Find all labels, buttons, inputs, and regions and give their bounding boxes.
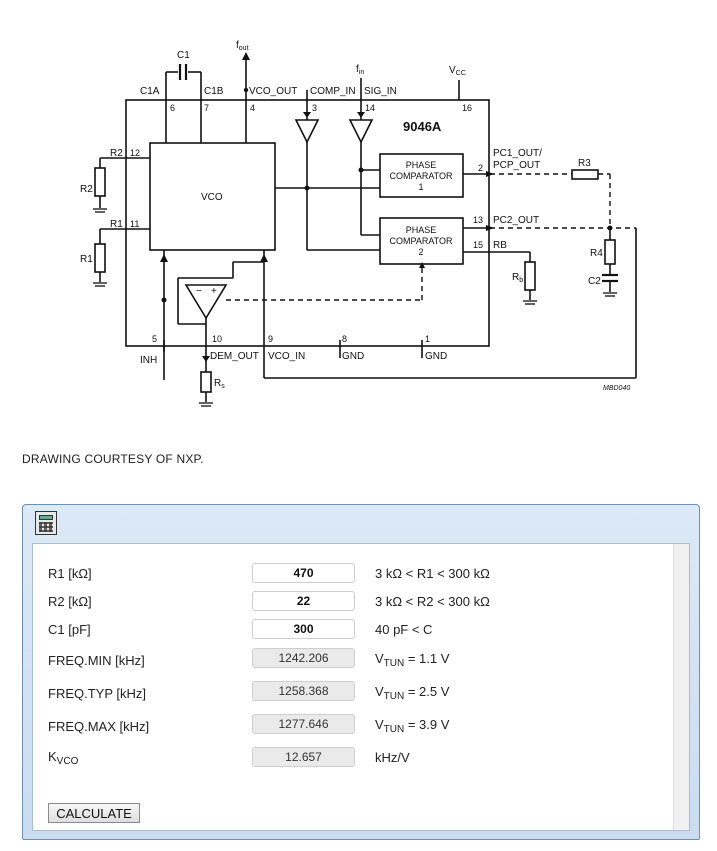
- c1-label: C1: [177, 50, 190, 61]
- row-c1: C1 [pF] 300 40 pF < C: [33, 619, 653, 641]
- row-kvco: KVCO 12.657 kHz/V: [33, 747, 653, 769]
- rb-pin-label: RB: [493, 240, 507, 251]
- pin-10: 10: [212, 334, 222, 344]
- pin-c1b-label: C1B: [204, 86, 224, 97]
- pin-vco-out-label: VCO_OUT: [249, 86, 297, 97]
- calculator-titlebar: [23, 505, 699, 539]
- freq-min-condition: VTUN = 1.1 V: [375, 651, 450, 669]
- calculator-window: R1 [kΩ] 470 3 kΩ < R1 < 300 kΩ R2 [kΩ] 2…: [22, 504, 700, 840]
- pin-c1a-label: C1A: [140, 86, 160, 97]
- r3-label: R3: [578, 158, 591, 169]
- pin-1: 1: [425, 334, 430, 344]
- pin-13: 13: [473, 215, 483, 225]
- r2-input[interactable]: 22: [252, 591, 355, 611]
- phase-comparator-1: [379, 153, 464, 198]
- pin-4: 4: [250, 103, 255, 113]
- r1-pin-label: R1: [110, 219, 123, 230]
- pc2-line1: PHASE: [406, 225, 437, 235]
- c1-input[interactable]: 300: [252, 619, 355, 639]
- pin-3: 3: [312, 103, 317, 113]
- c1-field-label: C1 [pF]: [48, 622, 91, 637]
- fin-label: fin: [356, 64, 364, 76]
- pin-sig-in-label: SIG_IN: [364, 86, 397, 97]
- calculate-button[interactable]: CALCULATE: [48, 803, 140, 823]
- freq-min-label: FREQ.MIN [kHz]: [48, 653, 145, 668]
- rb-label: Rb: [512, 272, 523, 284]
- freq-max-output: 1277.646: [252, 714, 355, 734]
- freq-typ-condition: VTUN = 2.5 V: [375, 684, 450, 702]
- row-freq-min: FREQ.MIN [kHz] 1242.206 VTUN = 1.1 V: [33, 648, 653, 670]
- vco-in-label: VCO_IN: [268, 351, 305, 362]
- c1-range: 40 pF < C: [375, 622, 433, 637]
- drawing-caption: DRAWING COURTESY OF NXP.: [22, 452, 204, 466]
- pin-5: 5: [152, 334, 157, 344]
- r1-field-label: R1 [kΩ]: [48, 566, 92, 581]
- opamp-plus: +: [211, 286, 217, 297]
- freq-max-condition: VTUN = 3.9 V: [375, 717, 450, 735]
- kvco-label: KVCO: [48, 749, 79, 767]
- pin-11: 11: [130, 219, 139, 229]
- pin-comp-in-label: COMP_IN: [310, 86, 356, 97]
- r2-field-label: R2 [kΩ]: [48, 594, 92, 609]
- row-freq-typ: FREQ.TYP [kHz] 1258.368 VTUN = 2.5 V: [33, 681, 653, 703]
- gnd-b-label: GND: [425, 351, 447, 362]
- vco-label: VCO: [201, 192, 223, 203]
- pcp-out-label: PCP_OUT: [493, 160, 540, 171]
- inh-label: INH: [140, 355, 157, 366]
- r1-range: 3 kΩ < R1 < 300 kΩ: [375, 566, 490, 581]
- freq-typ-label: FREQ.TYP [kHz]: [48, 686, 146, 701]
- r1-input[interactable]: 470: [252, 563, 355, 583]
- vcc-label: VCC: [449, 65, 466, 77]
- pc1-line2: COMPARATOR: [389, 171, 453, 181]
- pc1-line3: 1: [418, 182, 423, 192]
- r4-label: R4: [590, 248, 603, 259]
- pin-14: 14: [365, 103, 375, 113]
- pin-15: 15: [473, 240, 483, 250]
- calculator-icon: [35, 511, 57, 535]
- calculator-body: R1 [kΩ] 470 3 kΩ < R1 < 300 kΩ R2 [kΩ] 2…: [32, 543, 690, 831]
- pc2-out-label: PC2_OUT: [493, 215, 539, 226]
- pin-9: 9: [268, 334, 273, 344]
- gnd-a-label: GND: [342, 351, 364, 362]
- r1-label: R1: [80, 254, 93, 265]
- chip-label: 9046A: [403, 119, 442, 134]
- freq-typ-output: 1258.368: [252, 681, 355, 701]
- rs-label: Rs: [214, 378, 225, 390]
- circuit-schematic: fout fin VCC C1 C1A C1B VCO_OUT COMP_IN …: [80, 40, 637, 407]
- row-r2: R2 [kΩ] 22 3 kΩ < R2 < 300 kΩ: [33, 591, 653, 613]
- kvco-output: 12.657: [252, 747, 355, 767]
- pin-8: 8: [342, 334, 347, 344]
- r2-range: 3 kΩ < R2 < 300 kΩ: [375, 594, 490, 609]
- drawing-id: MBD040: [603, 385, 630, 392]
- c2-label: C2: [588, 276, 601, 287]
- freq-min-output: 1242.206: [252, 648, 355, 668]
- pin-12: 12: [130, 148, 140, 158]
- pin-6: 6: [170, 103, 175, 113]
- vco-block: [149, 142, 276, 251]
- r2-pin-label: R2: [110, 148, 123, 159]
- vertical-scrollbar[interactable]: [673, 544, 689, 830]
- pin-7: 7: [204, 103, 209, 113]
- pc2-line2: COMPARATOR: [389, 236, 453, 246]
- row-r1: R1 [kΩ] 470 3 kΩ < R1 < 300 kΩ: [33, 563, 653, 585]
- pc1-out-label: PC1_OUT/: [493, 148, 542, 159]
- pin-2: 2: [478, 163, 483, 173]
- dem-out-label: DEM_OUT: [210, 351, 259, 362]
- pin-16: 16: [462, 103, 472, 113]
- pc1-line1: PHASE: [406, 160, 437, 170]
- r2-label: R2: [80, 184, 93, 195]
- opamp-minus: −: [196, 286, 202, 297]
- pc2-line3: 2: [418, 247, 423, 257]
- kvco-unit: kHz/V: [375, 750, 410, 765]
- row-freq-max: FREQ.MAX [kHz] 1277.646 VTUN = 3.9 V: [33, 714, 653, 736]
- freq-max-label: FREQ.MAX [kHz]: [48, 719, 150, 734]
- fout-label: fout: [236, 40, 249, 52]
